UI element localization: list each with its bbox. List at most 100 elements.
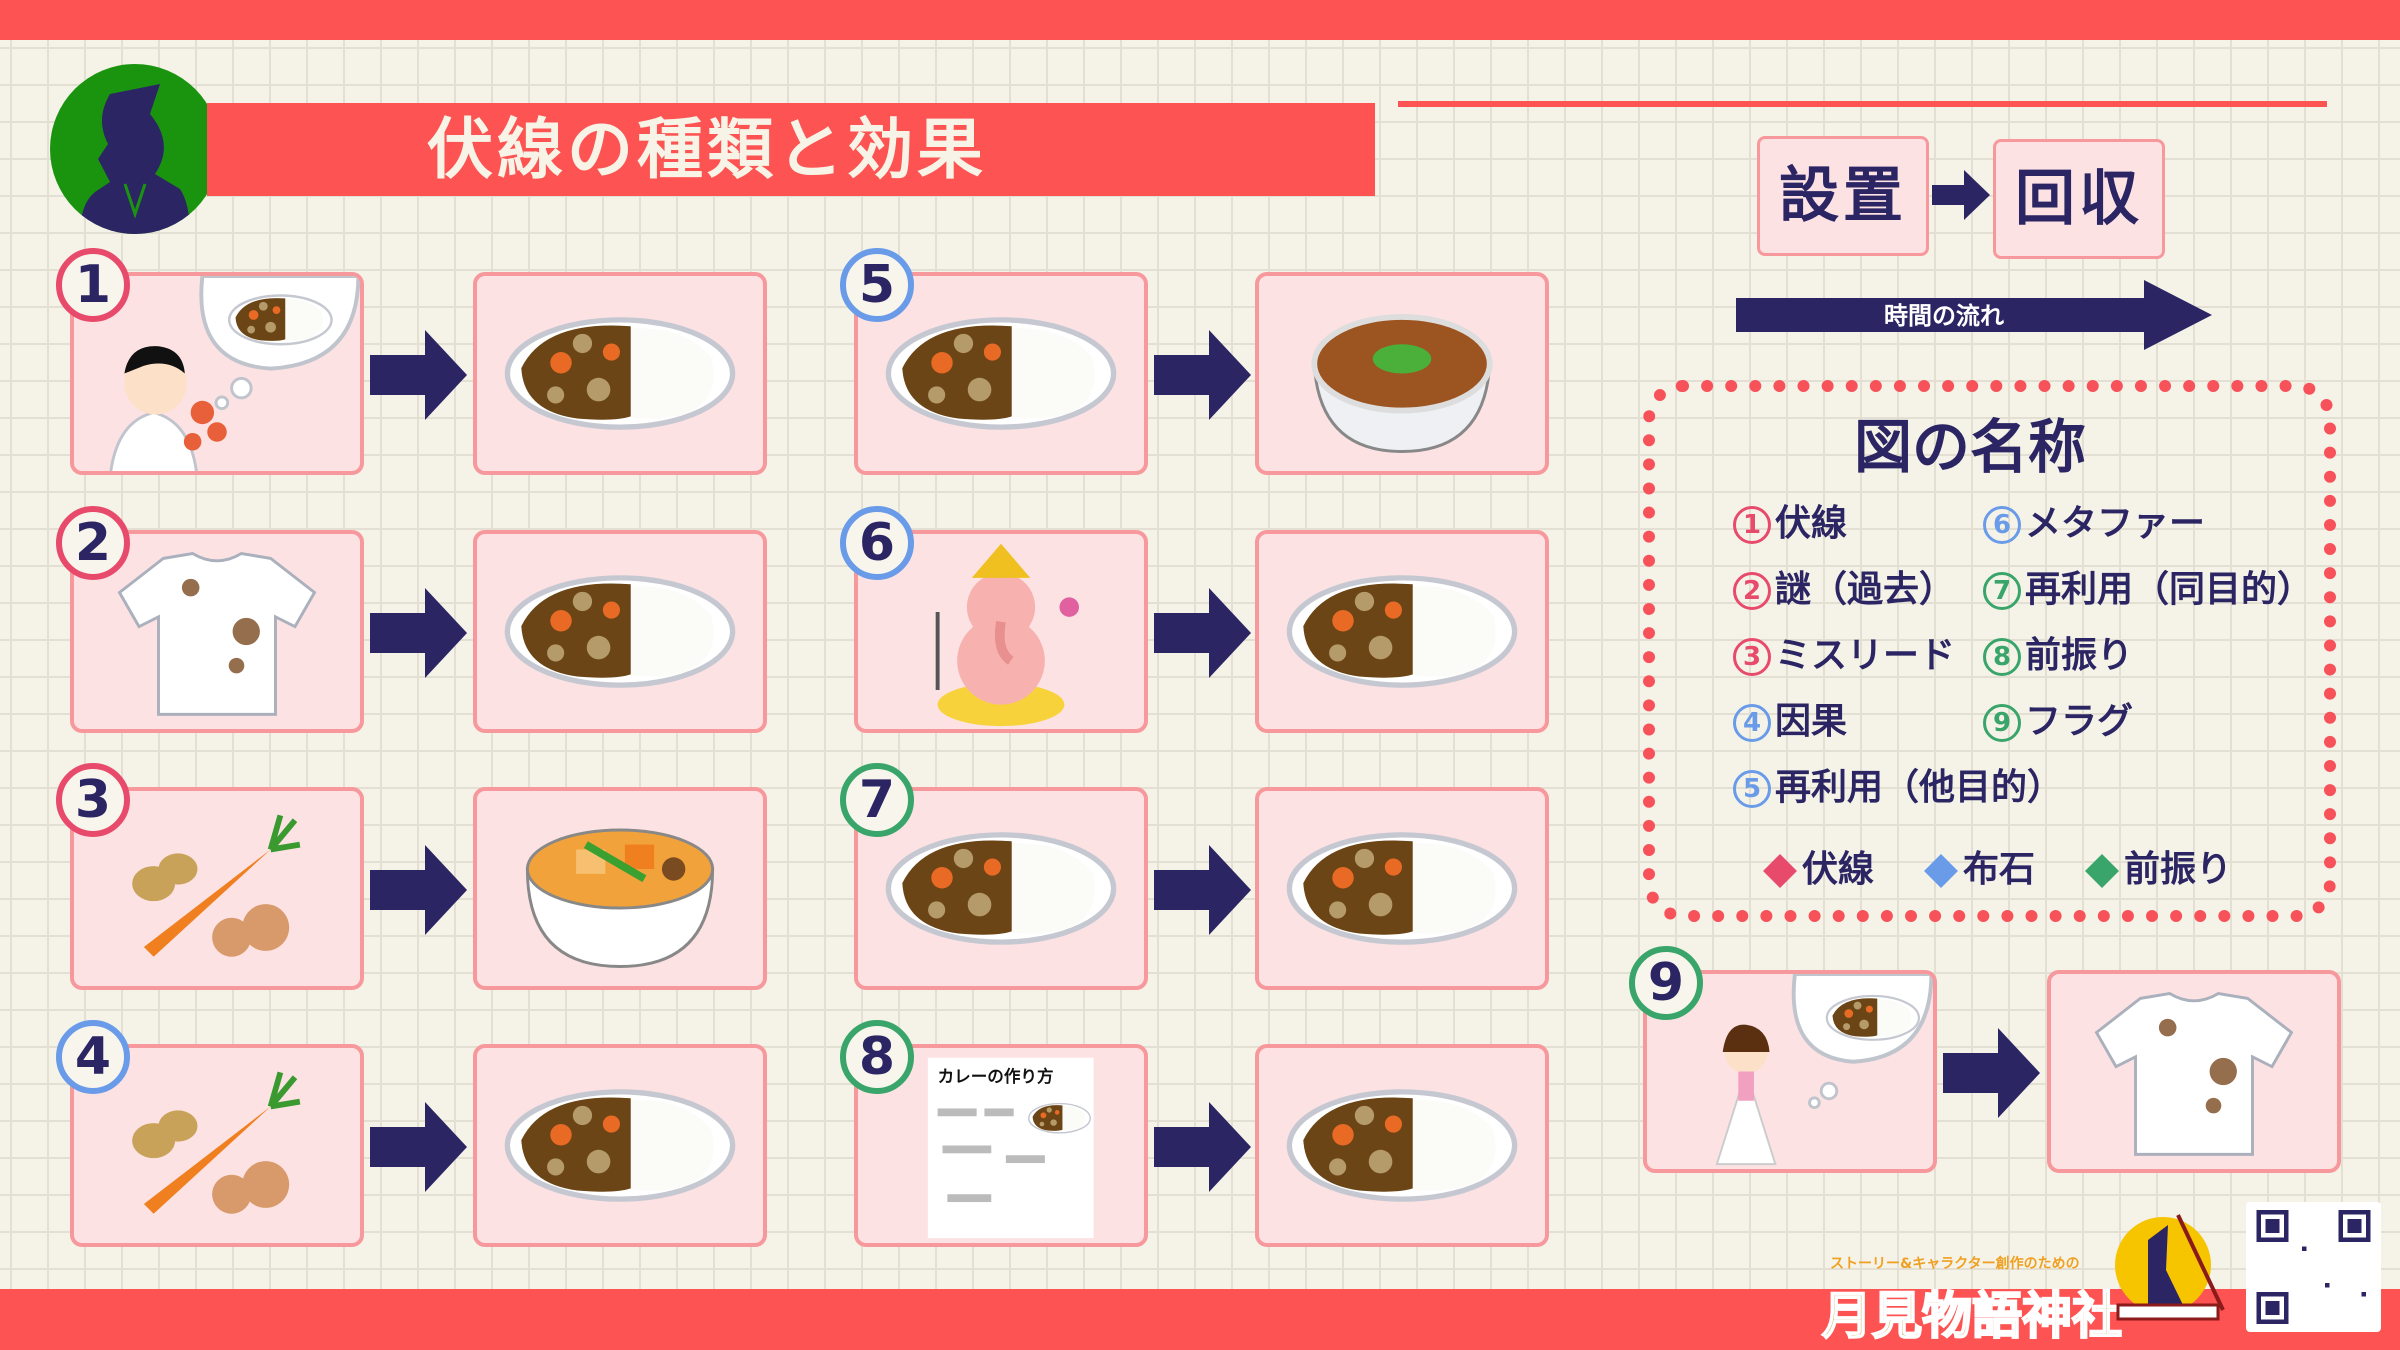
number-badge: 7 (840, 763, 914, 837)
panel-setup-3 (70, 787, 364, 990)
key-item: 前振り (2085, 840, 2233, 892)
qr-code[interactable] (2246, 1202, 2381, 1332)
legend-label: 前振り (2025, 635, 2134, 676)
title-bar (207, 103, 1375, 196)
legend-label: 謎（過去） (1775, 569, 1956, 610)
time-arrow (1736, 280, 2212, 350)
arrow-right-icon (1932, 170, 1990, 220)
panel-payoff-1 (473, 272, 767, 475)
legend-number: 8 (1983, 638, 2021, 676)
legend-label: フラグ (2025, 701, 2134, 742)
legend-label: 再利用（他目的） (1775, 767, 2064, 808)
legend-number: 7 (1983, 572, 2021, 610)
nikujaga-bowl-illustration (525, 828, 715, 968)
setup-label: 設置 (1757, 136, 1929, 256)
number-badge: 1 (56, 248, 130, 322)
number-badge: 3 (56, 763, 130, 837)
arrow-right-icon (1154, 845, 1251, 935)
curry-rice-illustration (1286, 575, 1518, 688)
arrow-right-icon (370, 845, 467, 935)
curry-rice-illustration (504, 1089, 736, 1202)
number-badge: 6 (840, 506, 914, 580)
payoff-label: 回収 (1993, 139, 2165, 259)
legend-number: 4 (1733, 704, 1771, 742)
arrow-right-icon (1154, 330, 1251, 420)
logo-text: 月見物語神社 (1821, 1286, 2123, 1346)
logo-subtitle: ストーリー&キャラクター創作のための (1830, 1256, 2080, 1272)
panel-payoff-6 (1255, 530, 1549, 733)
legend-label: ミスリード (1775, 635, 1956, 676)
recipe-title: カレーの作り方 (938, 1066, 1054, 1086)
divider (1398, 101, 2327, 107)
arrow-right-icon (370, 588, 467, 678)
ganesha-illustration (935, 543, 1079, 727)
curry-rice-illustration (885, 832, 1117, 945)
number-badge: 2 (56, 506, 130, 580)
key-label: 伏線 (1802, 849, 1875, 890)
curry-udon-illustration (1311, 314, 1493, 453)
curry-rice-illustration (504, 575, 736, 688)
legend-number: 2 (1733, 572, 1771, 610)
legend-label: 因果 (1775, 701, 1848, 742)
legend-label: 伏線 (1775, 503, 1848, 544)
time-label: 時間の流れ (1884, 302, 2004, 330)
number-badge: 5 (840, 248, 914, 322)
page-title: 伏線の種類と効果 (427, 111, 987, 188)
key-item: 布石 (1924, 840, 2036, 892)
arrow-right-icon (1943, 1028, 2040, 1118)
key-item: 伏線 (1763, 840, 1875, 892)
avatar (50, 64, 220, 234)
stained-tshirt-illustration (117, 551, 317, 716)
legend-number: 5 (1733, 770, 1771, 808)
legend-number: 3 (1733, 638, 1771, 676)
curry-rice-illustration (1286, 1089, 1518, 1202)
vegetables-illustration (132, 1071, 301, 1214)
legend-number: 9 (1983, 704, 2021, 742)
panel-payoff-7 (1255, 787, 1549, 990)
thinking-man-curry-illustration (109, 276, 360, 471)
legend-title: 図の名称 (1853, 413, 2086, 481)
bride-thinking-curry-illustration (1715, 974, 1933, 1166)
panel-payoff-3 (473, 787, 767, 990)
curry-recipe-illustration: カレーの作り方 (927, 1057, 1094, 1239)
panel-payoff-2 (473, 530, 767, 733)
panel-payoff-5 (1255, 272, 1549, 475)
legend-number: 6 (1983, 506, 2021, 544)
arrow-right-icon (1154, 1102, 1251, 1192)
diamond-icon (1924, 854, 1958, 888)
number-badge: 9 (1629, 946, 1703, 1020)
stained-tshirt-illustration (2094, 991, 2294, 1156)
key-label: 前振り (2124, 849, 2233, 890)
logo-moon-book-icon (2115, 1214, 2225, 1321)
legend-number: 1 (1733, 506, 1771, 544)
legend-label: 再利用（同目的） (2025, 569, 2314, 610)
logo-name: 月見物語神社 (1821, 1276, 2123, 1348)
panel-payoff-8 (1255, 1044, 1549, 1247)
key-label: 布石 (1963, 849, 2036, 890)
arrow-right-icon (1154, 588, 1251, 678)
curry-rice-illustration (1286, 832, 1518, 945)
panel-payoff-9 (2047, 970, 2341, 1173)
number-badge: 8 (840, 1020, 914, 1094)
arrow-right-icon (370, 1102, 467, 1192)
legend-label: メタファー (2025, 503, 2206, 544)
vegetables-illustration (132, 814, 301, 957)
top-banner (0, 0, 2400, 40)
curry-rice-illustration (885, 317, 1117, 430)
bottom-banner (0, 1289, 2400, 1350)
diamond-icon (2085, 854, 2119, 888)
curry-rice-illustration (504, 317, 736, 430)
arrow-right-icon (370, 330, 467, 420)
number-badge: 4 (56, 1020, 130, 1094)
legend-box (1643, 380, 2336, 922)
panel-payoff-4 (473, 1044, 767, 1247)
